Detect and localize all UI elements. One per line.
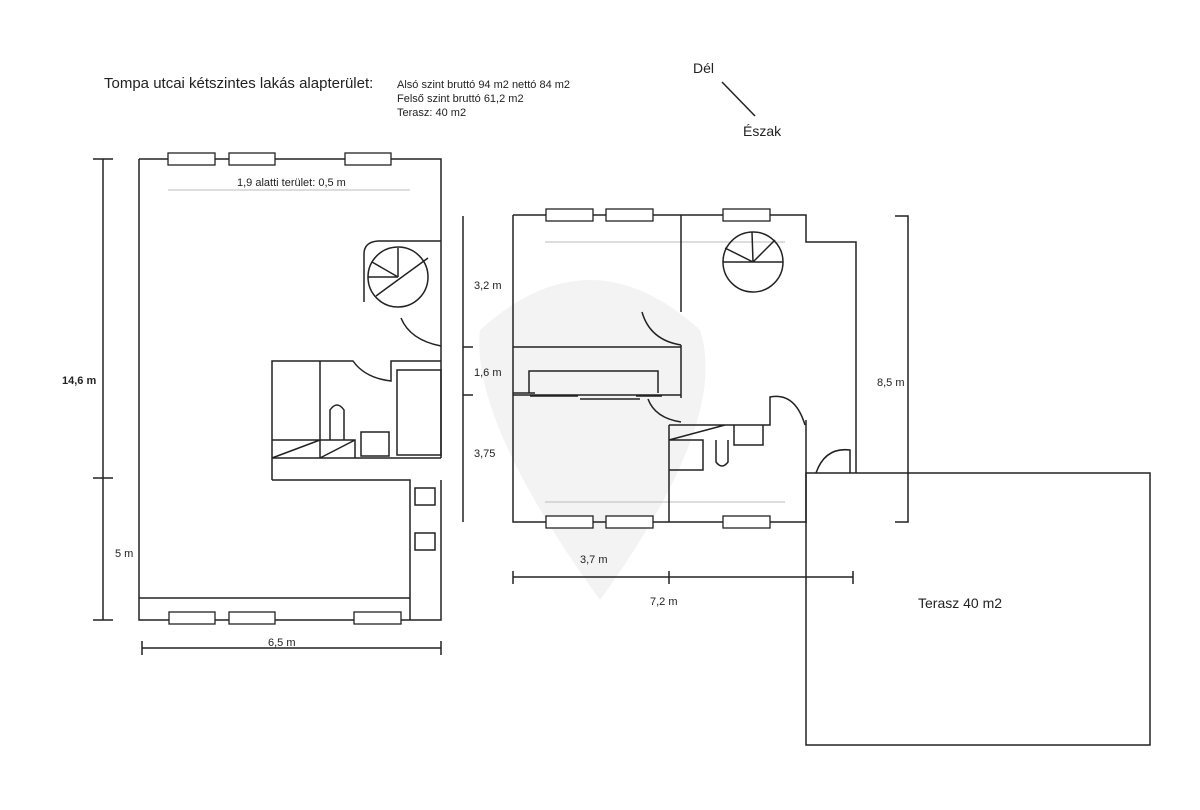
dim-height-part: 5 m <box>115 548 133 560</box>
terrace-label: Terasz 40 m2 <box>918 595 1002 611</box>
plan-title: Tompa utcai kétszintes lakás alapterület… <box>104 75 373 92</box>
lower-floor-plan <box>138 152 442 625</box>
dim-width: 6,5 m <box>268 637 296 649</box>
dim-width-part: 3,7 m <box>580 554 608 566</box>
dim-a: 3,2 m <box>474 280 502 292</box>
low-ceiling-note: 1,9 alatti terület: 0,5 m <box>237 177 346 189</box>
dim-b: 1,6 m <box>474 367 502 379</box>
area-upper: Felső szint bruttó 61,2 m2 <box>397 93 524 105</box>
terrace <box>805 472 1151 746</box>
upper-floor-plan <box>512 208 857 529</box>
dim-c: 3,75 <box>474 448 495 460</box>
area-lower: Alsó szint bruttó 94 m2 nettó 84 m2 <box>397 79 570 91</box>
compass-south: Dél <box>693 60 714 76</box>
area-terrace: Terasz: 40 m2 <box>397 107 466 119</box>
dim-height: 8,5 m <box>877 377 905 389</box>
dim-height-total: 14,6 m <box>62 375 96 387</box>
dim-width-total: 7,2 m <box>650 596 678 608</box>
compass-north: Észak <box>743 123 782 139</box>
